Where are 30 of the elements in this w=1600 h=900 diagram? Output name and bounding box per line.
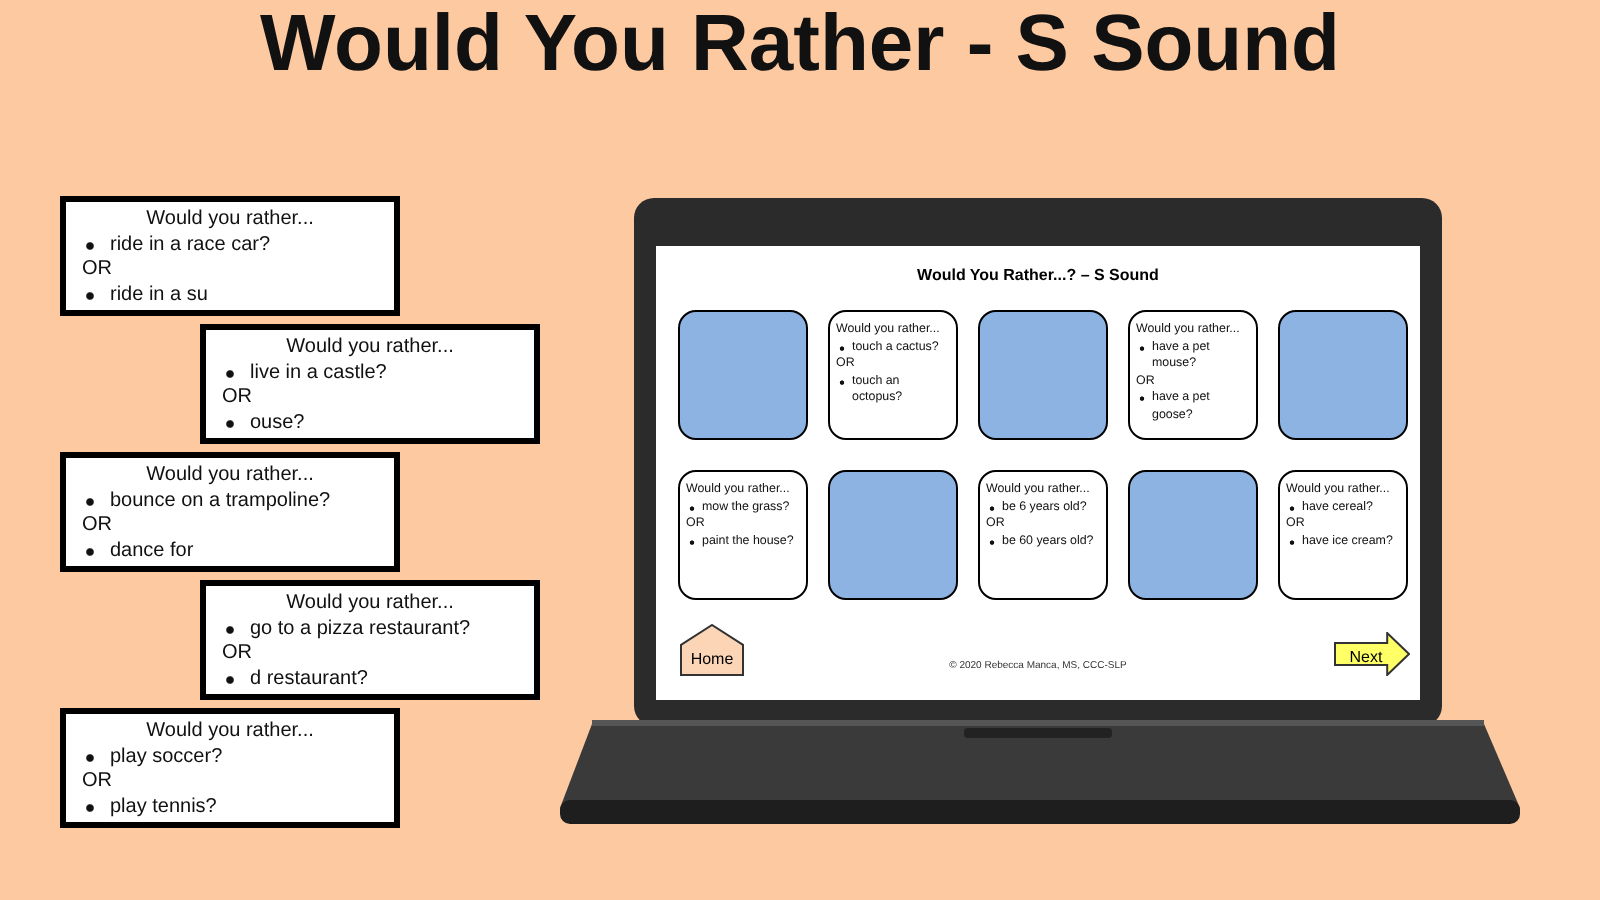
or-text: OR [222, 642, 254, 667]
question-card [60, 196, 400, 316]
slide-title: Would You Rather...? – S Sound [915, 266, 1161, 284]
hidden-tile [828, 470, 958, 600]
question-card [60, 708, 400, 828]
question-tile [978, 470, 1108, 600]
question-card [60, 452, 400, 572]
card-heading: Would you rather... [144, 208, 316, 233]
hidden-tile [1278, 310, 1408, 440]
question-card [200, 324, 540, 444]
card-heading: Would you rather... [284, 336, 456, 361]
question-tile [1128, 310, 1258, 440]
card-heading: Would you rather... [284, 592, 456, 617]
question-tile [828, 310, 958, 440]
question-tile [1278, 470, 1408, 600]
card-heading: Would you rather... [144, 720, 316, 745]
home-button: Home [680, 624, 744, 676]
or-text: OR [222, 386, 254, 411]
question-card [200, 580, 540, 700]
or-text: OR [82, 770, 114, 795]
hidden-tile [678, 310, 808, 440]
hidden-tile [1128, 470, 1258, 600]
next-button: Next [1334, 632, 1410, 676]
card-heading: Would you rather... [144, 464, 316, 489]
slide-screen [656, 246, 1420, 700]
or-text: OR [82, 258, 114, 283]
or-text: OR [82, 514, 114, 539]
question-tile [678, 470, 808, 600]
hidden-tile [978, 310, 1108, 440]
page-title: Would You Rather - S Sound [258, 0, 1342, 84]
